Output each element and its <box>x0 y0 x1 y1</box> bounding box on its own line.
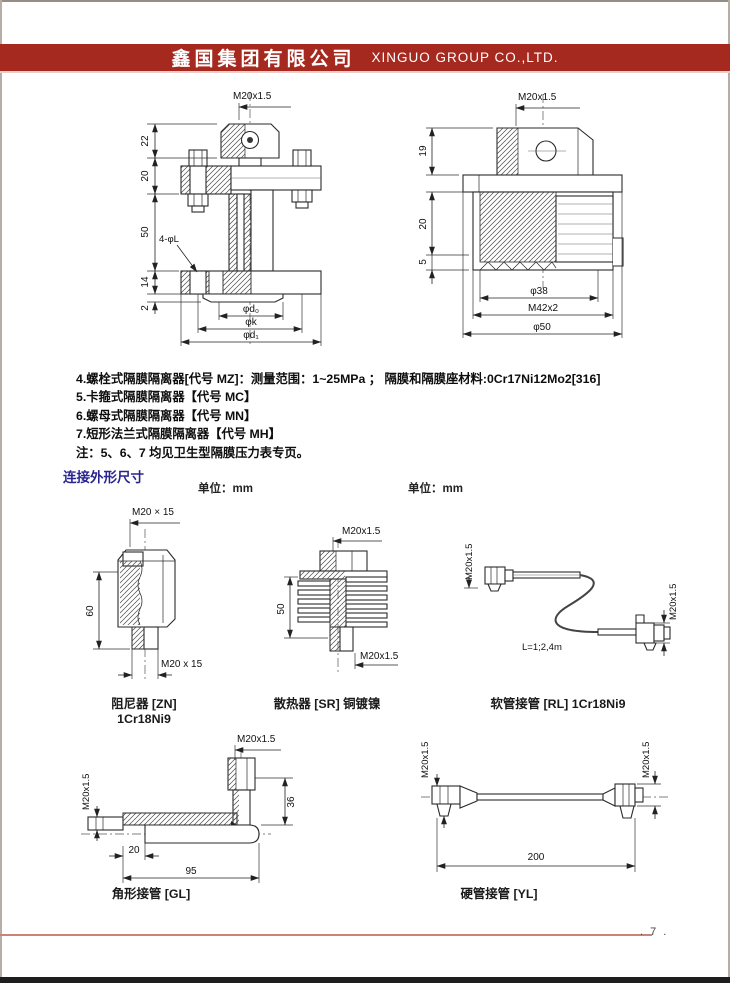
dim-label: 200 <box>528 852 545 863</box>
note-line: 注：5、6、7 均见卫生型隔膜压力表专页。 <box>76 445 309 460</box>
company-name-en: XINGUO GROUP CO.,LTD. <box>371 50 559 65</box>
hose-dimensions: M20x1.5 M20x1.5 L=1;2,4m <box>464 544 679 656</box>
radiator-dimensions: M20x1.5 50 M20x1.5 <box>276 526 399 669</box>
company-name-cn: 鑫国集团有限公司 <box>171 49 356 70</box>
unit-label-left: 单位：mm <box>198 483 253 495</box>
dim-label: φd₀ <box>243 304 259 315</box>
page-number: . 7 . <box>640 926 669 938</box>
dim-label: φ50 <box>533 322 551 333</box>
section-title: 连接外形尺寸 <box>63 470 144 485</box>
drawing-hose-connector-rl: M20x1.5 M20x1.5 L=1;2,4m <box>464 544 679 656</box>
unit-label-right: 单位：mm <box>408 483 463 495</box>
dim-label: 50 <box>276 603 287 615</box>
caption-hose: 软管接管 [RL] 1Cr18Ni9 <box>490 697 626 711</box>
radiator-geometry <box>297 539 388 675</box>
page-bottom-strip <box>0 977 730 983</box>
caption-radiator: 散热器 [SR] 铜镀镍 <box>273 697 381 711</box>
dim-label: φ38 <box>530 286 548 297</box>
rigid-dimensions: M20x1.5 M20x1.5 200 <box>420 742 661 872</box>
dim-label: φk <box>245 317 257 328</box>
drawing-angle-connector-gl: M20x1.5 M20x1.5 36 20 95 <box>81 734 297 883</box>
dim-label: M20x1.5 <box>641 742 652 778</box>
bolted-seal-dimensions: M20x1.5 22 20 50 14 2 4-φL φd₀ φk φd₁ <box>140 91 322 346</box>
rigid-geometry <box>421 783 669 819</box>
dim-label: M20 × 15 <box>132 507 174 518</box>
drawing-rigid-connector-yl: M20x1.5 M20x1.5 200 <box>420 742 669 872</box>
note-line: 7.短形法兰式隔膜隔离器【代号 MH】 <box>76 427 281 442</box>
dim-label: M20x1.5 <box>360 651 399 662</box>
dim-label: 36 <box>286 796 297 808</box>
dim-label: L=1;2,4m <box>522 642 562 653</box>
dim-label: 2 <box>140 305 151 311</box>
caption-angle: 角形接管 [GL] <box>111 887 191 901</box>
dim-label: φd₁ <box>243 330 259 341</box>
dim-label: M20 x 15 <box>161 659 203 670</box>
angle-dimensions: M20x1.5 M20x1.5 36 20 95 <box>81 734 297 883</box>
dim-label: M20x1.5 <box>342 526 381 537</box>
bolted-seal-geometry <box>180 92 322 344</box>
dim-label: 20 <box>418 218 429 230</box>
dim-label: 20 <box>128 845 140 856</box>
threaded-seal-dimensions: M20x1.5 19 20 5 φ38 M42x2 φ50 <box>418 92 623 338</box>
dim-label: 60 <box>85 605 96 617</box>
drawing-threaded-diaphragm-seal: M20x1.5 19 20 5 φ38 M42x2 φ50 <box>418 92 624 338</box>
drawing-radiator-sr: M20x1.5 50 M20x1.5 <box>276 526 399 675</box>
damper-dimensions: M20 × 15 60 M20 x 15 <box>85 507 203 679</box>
dim-label: 22 <box>140 135 151 147</box>
dim-label: 50 <box>140 226 151 238</box>
dim-label: M20x1.5 <box>237 734 276 745</box>
dim-label: M42x2 <box>528 303 558 314</box>
page-top-border <box>0 0 730 2</box>
dim-label: 19 <box>418 145 429 157</box>
dim-label: M20x1.5 <box>518 92 557 103</box>
page-right-border <box>728 0 730 983</box>
dim-label: 5 <box>418 259 429 265</box>
footer-rule <box>0 934 652 936</box>
drawing-bolted-diaphragm-seal: M20x1.5 22 20 50 14 2 4-φL φd₀ φk φd₁ <box>140 91 322 346</box>
dim-label: M20x1.5 <box>233 91 272 102</box>
page-left-border <box>0 0 2 983</box>
dim-label: M20x1.5 <box>668 584 679 620</box>
dim-label: M20x1.5 <box>464 544 475 580</box>
damper-geometry <box>117 529 176 679</box>
dim-label: M20x1.5 <box>81 774 92 810</box>
drawing-damper-zn: M20 × 15 60 M20 x 15 <box>85 507 203 679</box>
angle-geometry <box>81 752 271 844</box>
caption-damper: 阻尼器 [ZN] 1Cr18Ni9 <box>111 697 177 726</box>
note-line: 5.卡箍式隔膜隔离器【代号 MC】 <box>76 390 257 405</box>
note-line: 6.螺母式隔膜隔离器【代号 MN】 <box>76 408 257 423</box>
dim-label: M20x1.5 <box>420 742 431 778</box>
hose-geometry <box>484 566 671 651</box>
threaded-seal-geometry <box>462 94 624 288</box>
dim-label: 20 <box>140 170 151 182</box>
product-notes: 4.螺栓式隔膜隔离器[代号 MZ]：测量范围：1~25MPa ； 隔膜和隔膜座材… <box>76 370 676 462</box>
dim-label: 4-φL <box>159 234 179 245</box>
caption-rigid: 硬管接管 [YL] <box>460 887 538 901</box>
dim-label: 14 <box>140 276 151 288</box>
note-line: 4.螺栓式隔膜隔离器[代号 MZ]：测量范围：1~25MPa ； 隔膜和隔膜座材… <box>76 372 601 386</box>
header-bar: 鑫国集团有限公司 XINGUO GROUP CO.,LTD. <box>0 44 730 73</box>
dim-label: 95 <box>185 866 197 877</box>
